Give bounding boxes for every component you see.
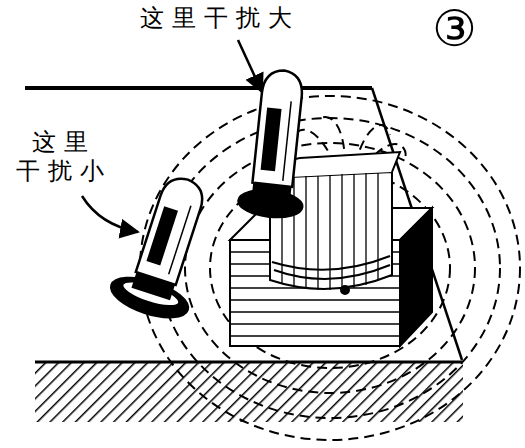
callout-text: 这里干扰小	[16, 128, 116, 186]
leader-arrow	[238, 40, 262, 92]
magnetic-field-lines	[140, 96, 520, 440]
vacuum-tube	[237, 67, 316, 220]
vacuum-tube	[107, 167, 226, 325]
leader-arrow	[82, 196, 138, 232]
callout-text: 这里干扰大	[140, 4, 300, 33]
figure-number: ③	[432, 2, 477, 57]
